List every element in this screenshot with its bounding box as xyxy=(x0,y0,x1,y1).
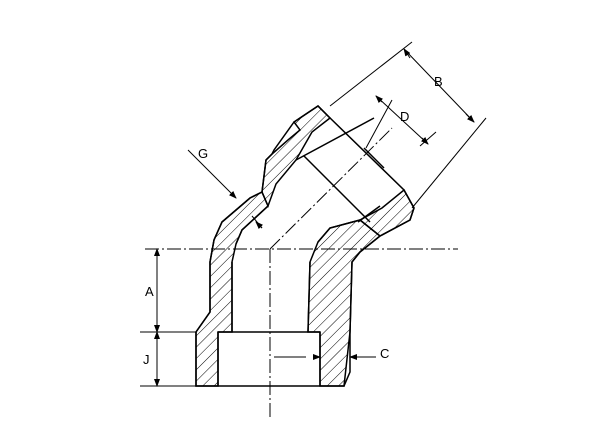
dimension-b xyxy=(329,41,487,209)
label-g: G xyxy=(198,146,208,161)
dimension-d xyxy=(365,95,437,149)
center-lines xyxy=(145,127,458,418)
label-d: D xyxy=(400,109,409,124)
dimension-a xyxy=(140,248,196,387)
label-a: A xyxy=(145,284,154,299)
body-outline xyxy=(195,105,415,387)
label-j: J xyxy=(143,352,150,367)
label-b: B xyxy=(434,74,443,89)
label-c: C xyxy=(380,346,389,361)
dimension-g xyxy=(187,149,264,230)
